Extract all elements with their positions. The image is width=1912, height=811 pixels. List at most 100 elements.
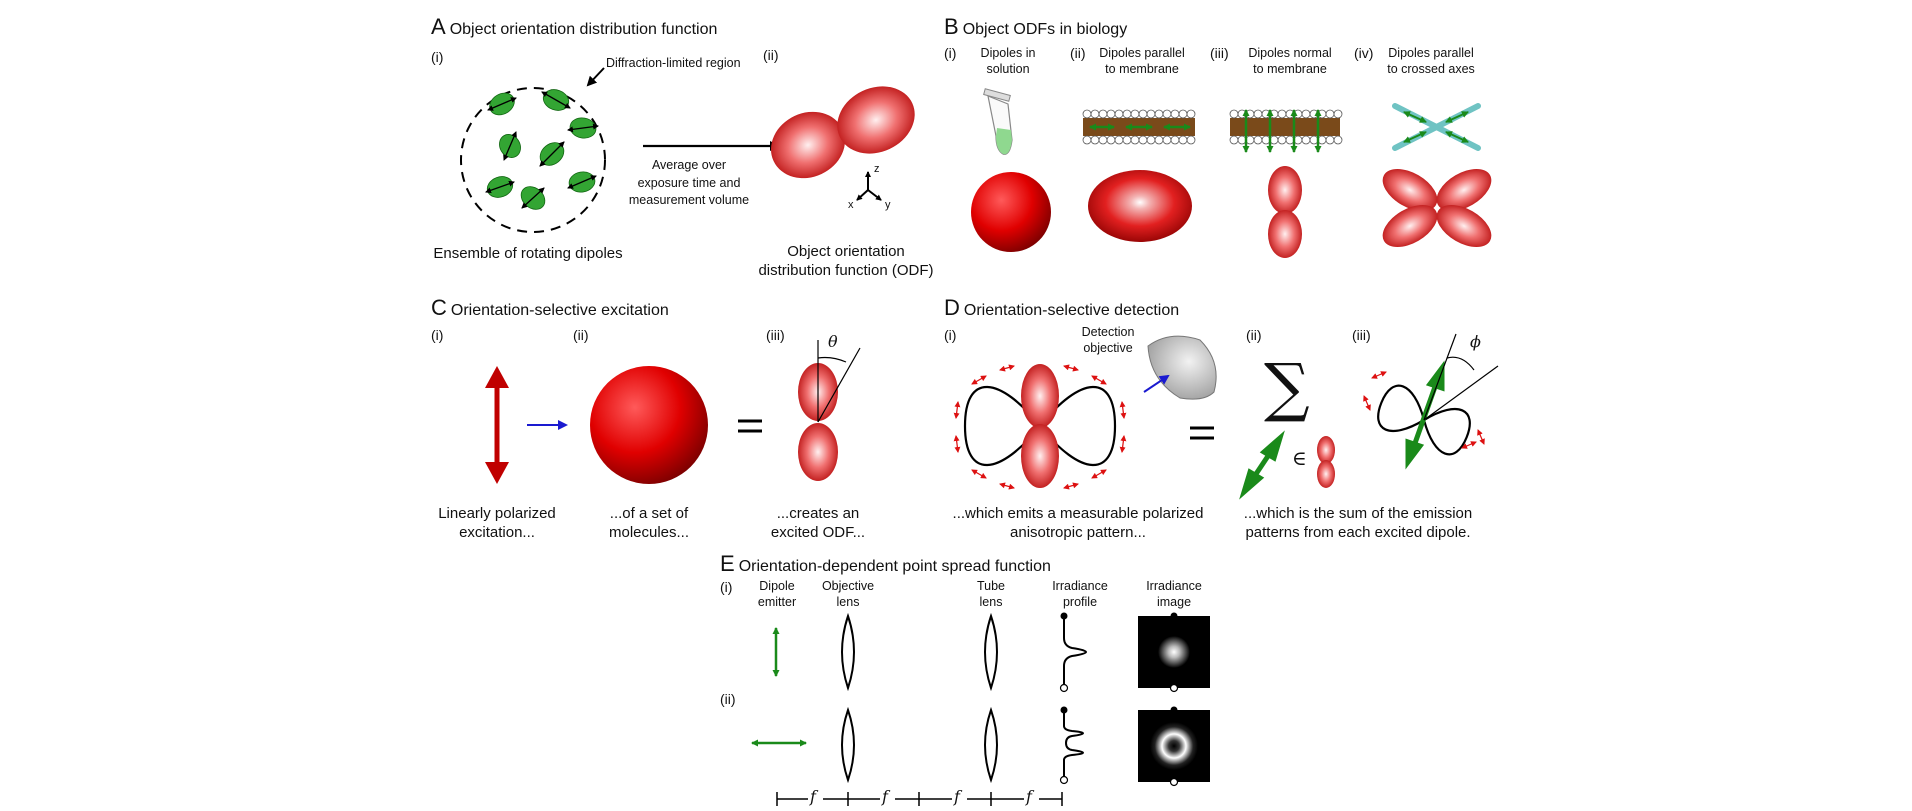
- tube-lens-ii: [984, 706, 998, 784]
- caption-d-ii-2: patterns from each excited dipole.: [1245, 524, 1471, 541]
- rotating-dipoles: [486, 89, 597, 210]
- objective-lens-i: [841, 612, 855, 692]
- blue-arrow-d: [1143, 374, 1170, 393]
- caption-a-ii-2: distribution function (ODF): [758, 262, 934, 279]
- xyz-axes-icon: [856, 171, 882, 201]
- caption-c-iii-1: ...creates an: [776, 505, 860, 522]
- focal-label-3: f: [954, 787, 960, 806]
- caption-c-iii-2: excited ODF...: [770, 524, 866, 541]
- axis-x-label: x: [848, 199, 854, 211]
- isotropic-odf-sphere: [971, 172, 1051, 252]
- panel-d-title: Orientation-selective detection: [963, 302, 1180, 319]
- col-dipole-2: emitter: [757, 595, 797, 609]
- panel-c-title: Orientation-selective excitation: [450, 302, 669, 319]
- detection-objective-icon: [1147, 335, 1217, 400]
- profile-curve-i: [1063, 616, 1087, 688]
- panel-b-title: Object ODFs in biology: [962, 21, 1128, 38]
- panel-b-item-2-label-2: to membrane: [1105, 62, 1179, 76]
- tube-lens-i: [984, 612, 998, 692]
- theta-angle: [817, 340, 861, 423]
- objective-label-2: objective: [1083, 341, 1133, 355]
- vertical-dumbbell-odf: [1268, 166, 1302, 258]
- phi-angle: [1423, 333, 1499, 421]
- panel-c-graphic: [485, 340, 861, 484]
- panel-c-sub-ii: (ii): [573, 327, 589, 343]
- panel-c-sub-i: (i): [431, 327, 444, 343]
- panel-e-graphic: [751, 612, 1210, 806]
- col-objective-2: lens: [836, 595, 860, 609]
- element-of-symbol: ∈: [1292, 446, 1307, 470]
- odf-peanut: [771, 86, 915, 179]
- torus-odf: [1088, 170, 1192, 242]
- col-dipole-1: Dipole: [759, 579, 795, 593]
- panel-d-sub-iii: (iii): [1352, 327, 1371, 343]
- panel-b-item-4-num: (iv): [1354, 45, 1374, 61]
- panel-a-sub-i: (i): [431, 49, 444, 65]
- focal-label-1: f: [810, 787, 816, 806]
- panel-b-graphic: [971, 88, 1492, 258]
- region-pointer-arrow: [586, 67, 605, 87]
- panel-b-item-3-label-2: to membrane: [1253, 62, 1327, 76]
- col-image-1: Irradiance: [1146, 579, 1202, 593]
- panel-e-sub-ii: (ii): [720, 691, 736, 707]
- arrow-text-1: Average over: [651, 158, 727, 172]
- panel-b-item-4-label-2: to crossed axes: [1387, 62, 1475, 76]
- panel-b-item-1-num: (i): [944, 45, 957, 61]
- caption-d-i-1: ...which emits a measurable polarized: [952, 505, 1204, 522]
- emission-odf: [1021, 364, 1059, 488]
- small-odf-d: [1317, 436, 1335, 488]
- caption-d-ii-1: ...which is the sum of the emission: [1243, 505, 1473, 522]
- col-tube-2: lens: [979, 595, 1003, 609]
- diffraction-limited-region: [460, 87, 606, 233]
- tube-icon: [983, 88, 1013, 155]
- col-image-2: image: [1156, 595, 1192, 609]
- objective-label-1: Detection: [1081, 325, 1135, 339]
- molecule-sphere: [590, 366, 708, 484]
- arrow-text-2: exposure time and: [637, 176, 741, 190]
- panel-b-item-2-label-1: Dipoles parallel: [1099, 46, 1185, 60]
- objective-lens-ii: [841, 706, 855, 784]
- focal-label-4: f: [1026, 787, 1032, 806]
- panel-b-letter: B: [944, 14, 959, 39]
- caption-a-i: Ensemble of rotating dipoles: [433, 245, 623, 262]
- sum-symbol: ∑: [1264, 351, 1310, 425]
- panel-c-letter: C: [431, 295, 447, 320]
- panel-b-item-3-label-1: Dipoles normal: [1248, 46, 1332, 60]
- panel-d-letter: D: [944, 295, 960, 320]
- col-profile-1: Irradiance: [1052, 579, 1108, 593]
- col-profile-2: profile: [1062, 595, 1098, 609]
- panel-e-title: Orientation-dependent point spread funct…: [738, 558, 1051, 575]
- panel-b-item-3-num: (iii): [1210, 45, 1229, 61]
- dipole-arrows: [485, 91, 599, 209]
- panel-b-item-4-label-1: Dipoles parallel: [1388, 46, 1474, 60]
- focal-label-2: f: [882, 787, 888, 806]
- col-tube-1: Tube: [976, 579, 1006, 593]
- panel-b-item-1-label-2: solution: [986, 62, 1030, 76]
- equals-c: [738, 419, 762, 433]
- panel-e-sub-i: (i): [720, 579, 733, 595]
- panel-c-sub-iii: (iii): [766, 327, 785, 343]
- phi-label: ϕ: [1470, 332, 1481, 351]
- green-dipole-tilted: [1405, 360, 1445, 470]
- panel-a-letter: A: [431, 14, 446, 39]
- polarized-excitation-arrow: [485, 366, 509, 484]
- four-lobe-odf: [1382, 168, 1492, 248]
- red-ticks-tilted: [1363, 371, 1485, 449]
- caption-c-ii-2: molecules...: [608, 524, 690, 541]
- caption-c-i-2: excitation...: [459, 524, 535, 541]
- panel-a-graphic: [460, 67, 915, 233]
- caption-d-i-2: anisotropic pattern...: [1010, 524, 1146, 541]
- col-objective-1: Objective: [821, 579, 875, 593]
- membrane-parallel: [1082, 109, 1196, 145]
- caption-c-ii-1: ...of a set of: [609, 505, 689, 522]
- caption-c-i-1: Linearly polarized: [438, 505, 556, 522]
- panel-d-sub-ii: (ii): [1246, 327, 1262, 343]
- profile-curve-ii: [1063, 710, 1084, 780]
- panel-d-graphic: [953, 333, 1499, 500]
- region-label: Diffraction-limited region: [606, 56, 741, 70]
